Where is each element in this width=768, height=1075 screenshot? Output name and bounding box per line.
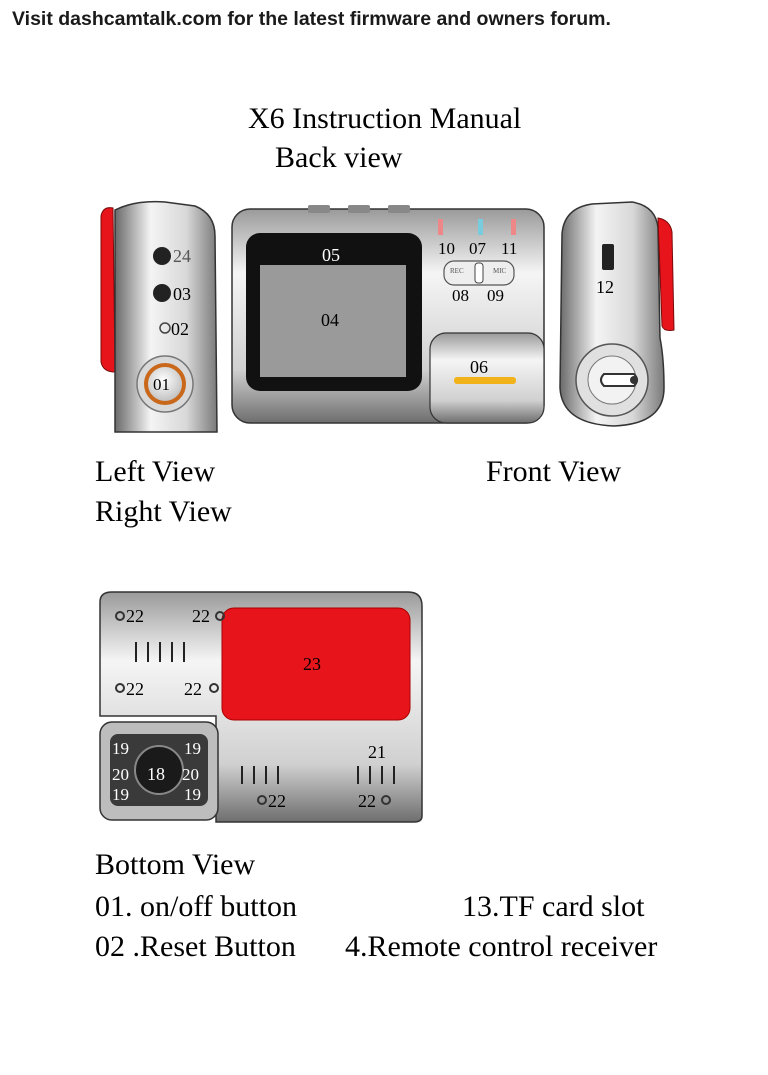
label-19: 19 bbox=[112, 785, 129, 804]
manual-title: X6 Instruction Manual bbox=[248, 102, 522, 135]
screw-icon bbox=[215, 611, 225, 621]
label-02: 02 bbox=[171, 319, 189, 339]
switch-knob bbox=[474, 262, 484, 284]
label-08: 08 bbox=[452, 286, 469, 305]
led-red bbox=[438, 219, 443, 235]
label-04: 04 bbox=[321, 310, 339, 330]
camera-lens-icon bbox=[134, 745, 184, 795]
led-red bbox=[511, 219, 516, 235]
legend-item: 02 .Reset Button bbox=[95, 930, 296, 963]
reset-hole-icon bbox=[159, 322, 171, 334]
label-20: 20 bbox=[182, 765, 199, 784]
power-button-icon bbox=[144, 363, 186, 405]
red-mount-pad bbox=[657, 217, 675, 331]
top-button bbox=[348, 205, 370, 213]
screw-icon bbox=[381, 795, 391, 805]
label-19: 19 bbox=[184, 739, 201, 758]
label-07: 07 bbox=[469, 239, 487, 258]
legend-item: 13.TF card slot bbox=[462, 890, 645, 923]
label-22: 22 bbox=[126, 606, 144, 626]
screw-icon bbox=[115, 611, 125, 621]
label-10: 10 bbox=[438, 239, 455, 258]
mic-label: MIC bbox=[493, 267, 507, 275]
back-view-heading: Back view bbox=[275, 141, 403, 174]
label-21: 21 bbox=[368, 742, 386, 762]
label-20: 20 bbox=[112, 765, 129, 784]
forum-banner: Visit dashcamtalk.com for the latest fir… bbox=[12, 8, 611, 30]
usb-port-icon bbox=[602, 244, 614, 270]
label-06: 06 bbox=[470, 357, 488, 377]
vent-lines bbox=[135, 642, 185, 662]
right-view-figure: 12 bbox=[559, 201, 675, 427]
label-22: 22 bbox=[268, 791, 286, 811]
lcd-screen bbox=[260, 265, 406, 377]
vent-lines bbox=[241, 766, 395, 784]
button-03-icon bbox=[153, 284, 171, 302]
legend-item: 01. on/off button bbox=[95, 890, 297, 923]
yellow-led-strip bbox=[454, 377, 516, 384]
left-view-caption: Left View bbox=[95, 455, 216, 488]
label-12: 12 bbox=[596, 277, 614, 297]
button-24-icon bbox=[153, 247, 171, 265]
legend-item: 4.Remote control receiver bbox=[345, 930, 658, 963]
screw-icon bbox=[209, 683, 219, 693]
front-view-caption: Front View bbox=[486, 455, 622, 488]
label-18: 18 bbox=[147, 764, 165, 784]
label-22: 22 bbox=[358, 791, 376, 811]
label-23: 23 bbox=[303, 654, 321, 674]
label-01: 01 bbox=[153, 375, 170, 394]
label-24: 24 bbox=[173, 246, 191, 266]
label-09: 09 bbox=[487, 286, 504, 305]
label-22: 22 bbox=[192, 606, 210, 626]
adhesive-pad-red bbox=[221, 607, 411, 721]
label-22: 22 bbox=[126, 679, 144, 699]
led-blue bbox=[478, 219, 483, 235]
left-view-figure: 24 03 02 01 bbox=[100, 200, 218, 433]
bottom-view-figure: 23 22 22 22 22 19 19 20 18 20 19 19 21 2… bbox=[99, 591, 423, 823]
label-11: 11 bbox=[501, 239, 517, 258]
rec-label: REC bbox=[450, 267, 464, 275]
mount-screw-icon bbox=[630, 376, 638, 384]
label-03: 03 bbox=[173, 284, 191, 304]
top-button bbox=[308, 205, 330, 213]
mount-slot-icon bbox=[600, 373, 638, 387]
label-19: 19 bbox=[112, 739, 129, 758]
screw-icon bbox=[257, 795, 267, 805]
right-view-caption: Right View bbox=[95, 495, 232, 528]
label-05: 05 bbox=[322, 245, 340, 265]
bottom-view-caption: Bottom View bbox=[95, 848, 256, 881]
label-22: 22 bbox=[184, 679, 202, 699]
label-19: 19 bbox=[184, 785, 201, 804]
red-mount-pad bbox=[100, 207, 116, 373]
back-view-figure: 05 04 10 07 11 REC MIC 08 09 06 bbox=[231, 205, 545, 424]
screw-icon bbox=[115, 683, 125, 693]
top-button bbox=[388, 205, 410, 213]
